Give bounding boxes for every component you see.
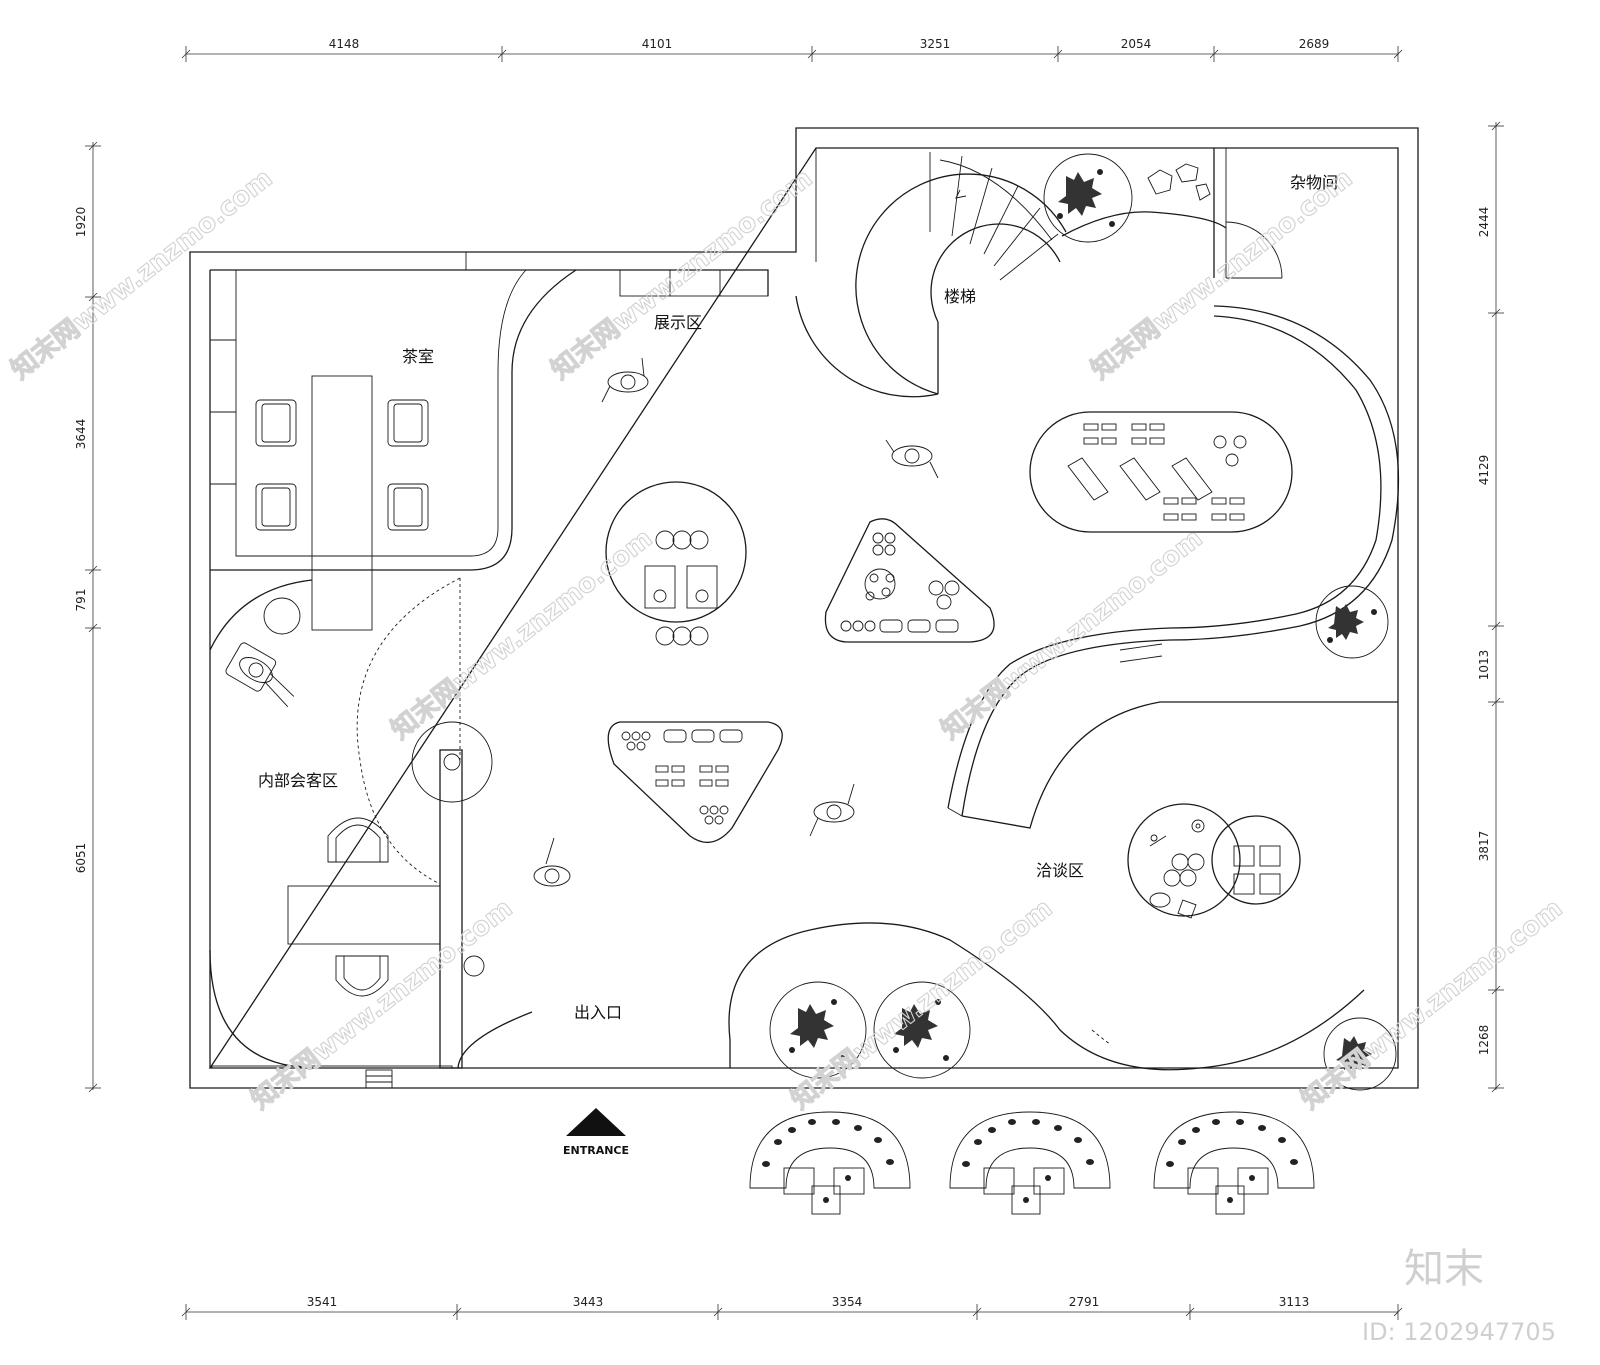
- watermark-text: 知末网www.znzmo.com: [386, 523, 658, 745]
- exhibition-area: 展示区: [225, 313, 1293, 887]
- dim-top-5: 2689: [1299, 37, 1330, 51]
- tea-chair: [387, 399, 429, 447]
- dim-right-1: 2444: [1477, 207, 1491, 238]
- tea-chair: [255, 483, 297, 531]
- person-figure: [533, 837, 571, 887]
- dimension-top: 4148 4101 3251 2054 2689: [181, 37, 1403, 62]
- reception-chair: [335, 955, 389, 997]
- dimension-right: 2444 4129 1013 3817 1268: [1477, 121, 1504, 1093]
- entrance-label: ENTRANCE: [563, 1144, 629, 1157]
- watermark-text: 知末网www.znzmo.com: [6, 163, 278, 385]
- tree-icon: [769, 981, 867, 1079]
- dim-bottom-5: 3113: [1279, 1295, 1310, 1309]
- watermark-text: 知末网www.znzmo.com: [936, 523, 1208, 745]
- storage-room: 杂物间: [1213, 148, 1338, 279]
- tree-icon: [1043, 153, 1133, 243]
- entrance-exit-label: 出入口: [574, 1003, 622, 1022]
- dim-left-4: 6051: [74, 843, 88, 874]
- dim-bottom-4: 2791: [1069, 1295, 1100, 1309]
- curved-partitions: [457, 211, 1400, 1071]
- dim-bottom-2: 3443: [573, 1295, 604, 1309]
- dim-top-4: 2054: [1121, 37, 1152, 51]
- dimension-left: 1920 3644 791 6051: [74, 141, 101, 1093]
- dim-top-3: 3251: [920, 37, 951, 51]
- tea-table: [311, 375, 373, 631]
- tea-chair: [387, 483, 429, 531]
- dim-right-3: 1013: [1477, 650, 1491, 681]
- dim-left-3: 791: [74, 589, 88, 612]
- oval-display-table: [1029, 411, 1293, 533]
- dim-left-1: 1920: [74, 207, 88, 238]
- dim-right-4: 3817: [1477, 831, 1491, 862]
- tea-room: 茶室: [210, 269, 577, 631]
- tea-chair: [255, 399, 297, 447]
- dim-top-1: 4148: [329, 37, 360, 51]
- staircase: 楼梯: [795, 152, 1067, 398]
- tree-icon: [1315, 585, 1389, 659]
- dim-top-2: 4101: [642, 37, 673, 51]
- person-figure: [809, 783, 855, 837]
- exhibition-label: 展示区: [654, 313, 702, 332]
- reception-chair: [327, 817, 389, 863]
- watermark-text: 知末网www.znzmo.com: [1296, 893, 1568, 1115]
- tree-icon: [1323, 1017, 1397, 1091]
- internal-reception: 内部会客区: [209, 577, 493, 1089]
- watermark-id: ID: 1202947705: [1362, 1318, 1556, 1346]
- dim-bottom-3: 3354: [832, 1295, 863, 1309]
- storage-label: 杂物间: [1290, 173, 1338, 192]
- triangle-display-table-2: [607, 721, 783, 844]
- internal-reception-label: 内部会客区: [258, 771, 338, 790]
- watermark-brand: 知末: [1404, 1246, 1484, 1292]
- dim-right-5: 1268: [1477, 1025, 1491, 1056]
- negotiation-label: 洽谈区: [1036, 861, 1084, 880]
- stairs-label: 楼梯: [944, 287, 976, 306]
- tree-icon: [873, 981, 971, 1079]
- dim-bottom-1: 3541: [307, 1295, 338, 1309]
- person-figure: [601, 357, 649, 403]
- dim-left-2: 3644: [74, 419, 88, 450]
- person-figure: [885, 439, 939, 479]
- tea-room-label: 茶室: [402, 347, 434, 366]
- stones-icon: [1147, 163, 1211, 201]
- outdoor-seating: [749, 1111, 1315, 1215]
- triangle-display-table: [824, 518, 995, 643]
- dim-right-2: 4129: [1477, 455, 1491, 486]
- dimension-bottom: 3541 3443 3354 2791 3113: [181, 1295, 1403, 1320]
- round-display-table: [605, 481, 747, 646]
- negotiation-area: 洽谈区: [1036, 803, 1301, 919]
- watermark: 知末网www.znzmo.com 知末网www.znzmo.com 知末网www…: [5, 163, 1569, 1116]
- reception-desk: [287, 885, 441, 945]
- person-figure: [225, 642, 295, 708]
- entrance-arrow-icon: [566, 1108, 626, 1136]
